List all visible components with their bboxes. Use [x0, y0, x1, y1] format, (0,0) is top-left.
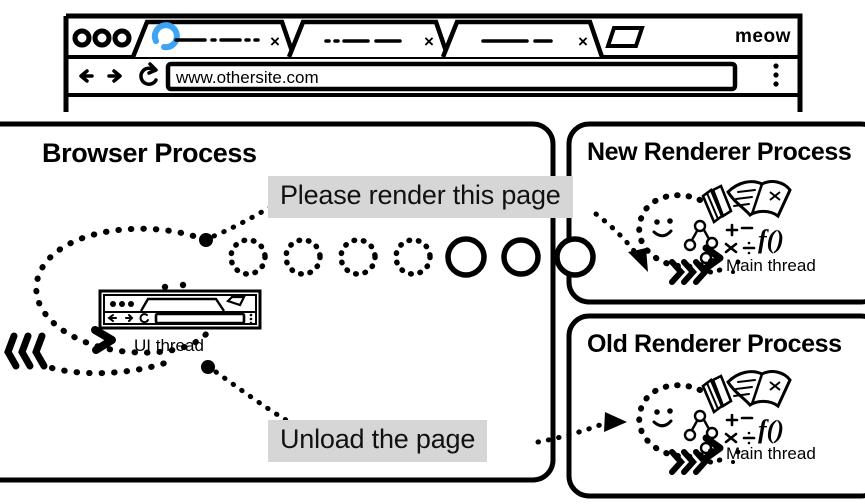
ui-thread-trail-path: [49, 359, 171, 377]
browser-window: × × ×: [63, 13, 803, 112]
maximize-dot-icon[interactable]: [112, 28, 132, 48]
new-renderer-dom-tree-icon: [683, 219, 719, 265]
new-renderer-smiley-face-icon: [652, 218, 673, 238]
new-tab-button[interactable]: [605, 26, 645, 48]
browser-brand-label: meow: [735, 26, 791, 47]
old-renderer-open-book-icon: [726, 370, 792, 409]
progress-done-3: [554, 236, 596, 278]
address-bar-value[interactable]: www.othersite.com: [176, 68, 319, 87]
new-renderer-math-symbols-icon: [724, 223, 756, 255]
progress-pending-3: [338, 237, 378, 277]
back-icon[interactable]: [79, 69, 94, 83]
tab-3[interactable]: ×: [440, 19, 605, 58]
window-controls[interactable]: [72, 28, 132, 48]
unload-message-label: Unload the page: [268, 420, 488, 462]
render-message-arrowhead: [628, 248, 648, 272]
unload-message-arrow-path: [535, 419, 611, 445]
tab-2-close-icon[interactable]: ×: [424, 32, 434, 51]
new-renderer-main-thread-label: Main thread: [726, 256, 816, 275]
tab-1-close-icon[interactable]: ×: [270, 32, 280, 51]
browser-process-box: [0, 121, 556, 483]
unload-message-arrowhead: [604, 412, 627, 432]
tab-1[interactable]: ×: [130, 19, 297, 58]
ui-thread-motion-icon: [4, 332, 48, 370]
new-renderer-open-book-icon: [726, 180, 792, 219]
ui-thread-label: UI thread: [134, 336, 204, 355]
new-renderer-pencils-icon: [701, 184, 733, 225]
old-renderer-main-thread-group: f(): [636, 370, 792, 475]
ui-thread-group: [4, 225, 262, 377]
render-message-arrow-path: [593, 211, 641, 259]
tab-1-spinner-icon: [151, 22, 180, 51]
new-renderer-main-thread-group: f(): [636, 180, 792, 285]
browser-process-title: Browser Process: [42, 138, 257, 168]
toolbar[interactable]: [79, 61, 779, 92]
address-bar-input[interactable]: [165, 61, 738, 92]
reload-icon[interactable]: [139, 66, 158, 86]
old-renderer-loop-arrowhead: [702, 434, 724, 462]
progress-track: [228, 236, 596, 278]
unload-message-connector: [213, 369, 289, 423]
new-renderer-loop-arrowhead: [702, 244, 724, 272]
progress-pending-2: [283, 237, 323, 277]
render-message-label: Please render this page: [268, 176, 573, 218]
progress-pending-4: [393, 237, 433, 277]
kebab-menu-icon[interactable]: [773, 63, 779, 87]
new-renderer-process-title: New Renderer Process: [587, 138, 852, 166]
old-renderer-function-icon: f(): [758, 415, 784, 444]
new-renderer-sparkle-dots: [731, 259, 741, 274]
unload-message-origin-dot: [201, 360, 215, 374]
browser-window-icon: [98, 289, 262, 330]
forward-icon[interactable]: [107, 69, 122, 83]
new-renderer-function-icon: f(): [758, 225, 784, 254]
progress-pending-1: [228, 237, 268, 277]
browser-window-frame: [66, 13, 803, 112]
tab-3-close-icon[interactable]: ×: [578, 32, 588, 51]
new-renderer-motion-icon: [669, 259, 710, 285]
tab-2[interactable]: ×: [286, 19, 451, 58]
progress-done-2: [501, 237, 541, 277]
reload-arrowhead-icon[interactable]: [147, 62, 158, 75]
minimize-dot-icon[interactable]: [92, 28, 112, 48]
old-renderer-sparkle-dots: [731, 449, 741, 464]
old-renderer-dom-tree-icon: [683, 409, 719, 455]
old-renderer-smiley-face-icon: [652, 408, 673, 428]
old-renderer-process-box: [566, 313, 865, 499]
render-message-origin-dot: [199, 233, 213, 247]
new-renderer-trail-path: [707, 265, 727, 275]
render-message-connector: [211, 201, 279, 239]
old-renderer-math-symbols-icon: [724, 413, 756, 445]
old-renderer-main-thread-label: Main thread: [726, 444, 816, 463]
close-dot-icon[interactable]: [72, 28, 92, 48]
old-renderer-pencils-icon: [701, 374, 733, 415]
old-renderer-motion-icon: [669, 449, 710, 475]
progress-done-1: [445, 236, 487, 278]
old-renderer-trail-path: [707, 455, 727, 465]
ui-thread-loop-arrowhead: [91, 326, 116, 354]
old-renderer-process-title: Old Renderer Process: [587, 330, 842, 358]
